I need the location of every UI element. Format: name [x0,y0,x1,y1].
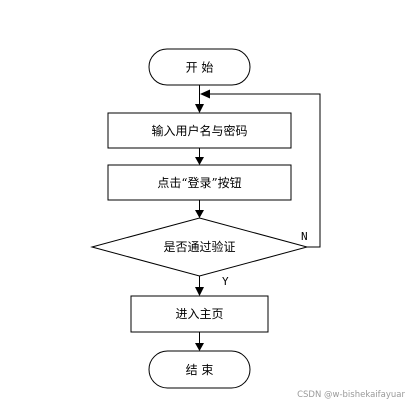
enter-homepage-label: 进入主页 [175,307,223,321]
arrowhead-decision [195,210,204,218]
click-login-node: 点击“登录”按钮 [107,164,292,201]
start-node: 开 始 [148,48,251,86]
arrowhead-homepage [195,287,204,296]
end-node: 结 束 [148,350,251,389]
enter-homepage-node: 进入主页 [130,295,269,333]
enter-credentials-label: 输入用户名与密码 [151,123,247,138]
watermark: CSDN @w-bishekaifayuar [297,390,405,400]
click-login-label: 点击“登录”按钮 [157,175,241,190]
enter-credentials-node: 输入用户名与密码 [107,112,292,149]
end-label: 结 束 [186,363,214,377]
branch-yes-label: Y [222,275,229,288]
arrowhead-credentials [195,104,204,113]
branch-no-label: N [301,230,308,243]
decision-label: 是否通过验证 [163,239,235,254]
start-label: 开 始 [186,61,214,75]
verification-decision-node: 是否通过验证 [90,217,309,277]
arrowhead-end [195,343,204,351]
arrowhead-loop-back [200,89,210,99]
arrowhead-login [195,157,204,165]
